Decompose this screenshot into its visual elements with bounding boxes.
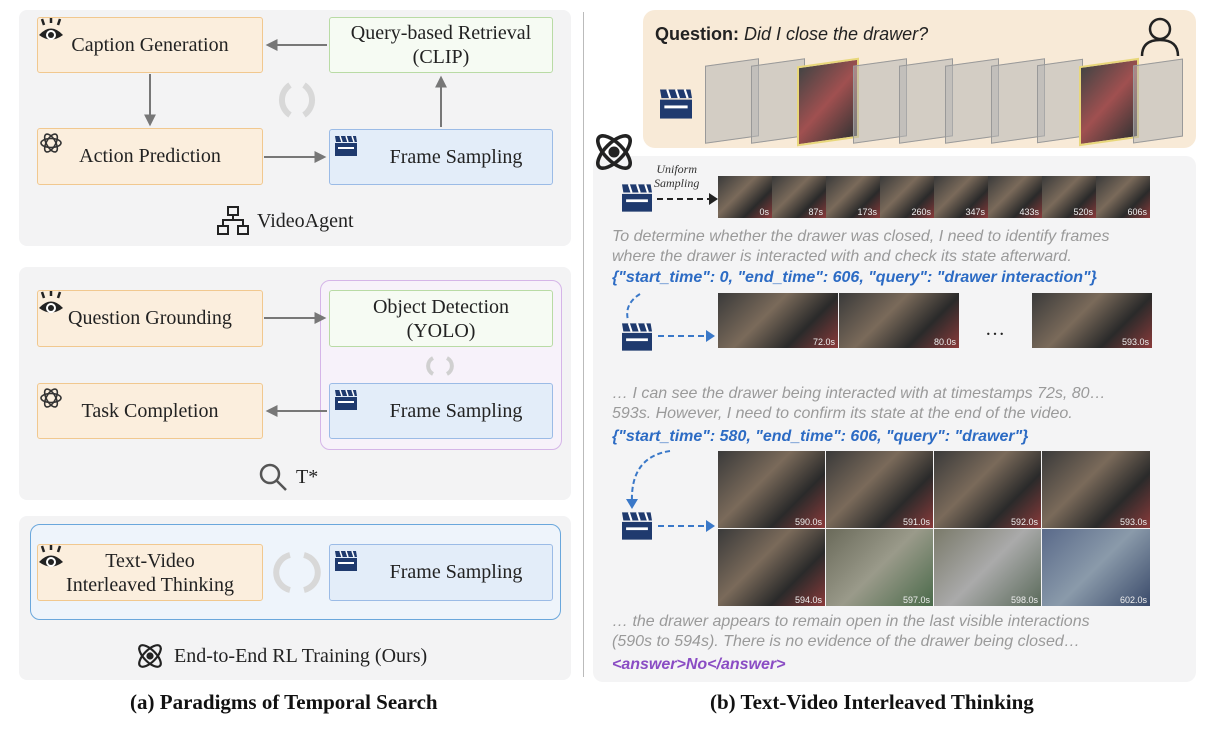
clapperboard-icon [658,88,694,120]
tstar-label-text: T* [296,465,319,488]
strip-frame: 0s [718,176,772,218]
videoagent-label-text: VideoAgent [257,209,354,232]
question-line: Question: Did I close the drawer? [655,24,928,45]
grid-frame: 592.0s [934,451,1041,528]
think-text-3a: … the drawer appears to remain open in t… [612,613,1090,630]
eye-icon [37,291,65,317]
frame-sampling-text-1: Frame Sampling [389,145,523,168]
eye-icon [37,545,65,571]
strip-frame: 173s [826,176,880,218]
interleaved-thinking-box: Text-Video Interleaved Thinking [37,544,263,601]
object-detection-text-2: (YOLO) [406,319,476,342]
interleaved-thinking-text-1: Text-Video [105,549,195,572]
arrow-3 [626,450,715,532]
think-text-1a: To determine whether the drawer was clos… [612,228,1110,245]
query-retrieval-box: Query-based Retrieval (CLIP) [329,17,553,73]
tool-call-2: {"start_time": 580, "end_time": 606, "qu… [612,428,1029,445]
openai-icon [38,385,64,411]
think-text-2a: … I can see the drawer being interacted … [612,385,1106,402]
answer-text: <answer>No</answer> [612,656,786,673]
think-text-3: … the drawer appears to remain open in t… [612,612,1090,652]
clapperboard-icon [334,135,358,157]
clapperboard-icon [334,389,358,411]
grid-frame: 602.0s [1042,529,1150,606]
frame-sampling-text-3: Frame Sampling [389,561,523,583]
frame-sampling-text-2: Frame Sampling [389,399,523,422]
grid-frame: 598.0s [934,529,1041,606]
object-detection-text-1: Object Detection [372,295,510,318]
task-completion-box: Task Completion [37,383,263,439]
ours-label-text: End-to-End RL Training (Ours) [174,644,428,667]
grid-frame: 597.0s [826,529,933,606]
clapperboard-icon [620,183,654,218]
row2-frame: 72.0s [718,293,838,348]
think-text-1b: where the drawer is interacted with and … [612,248,1072,265]
row2-frame: 593.0s [1032,293,1152,348]
grid-frame: 593.0s [1042,451,1150,528]
strip-frame: 260s [880,176,934,218]
strip-frame: 347s [934,176,988,218]
video-frame [1037,58,1083,144]
strip-frame: 87s [772,176,826,218]
video-frame-highlight [1079,57,1139,147]
caption-b: (b) Text-Video Interleaved Thinking [710,690,1034,714]
think-text-3b: (590s to 594s). There is no evidence of … [612,633,1080,650]
clapperboard-icon [620,322,654,357]
atom-icon [590,128,638,181]
arrow-2 [626,293,715,342]
clapperboard-icon [334,550,358,572]
video-frame [1133,58,1183,144]
frames-ellipsis: … [985,318,1005,340]
action-prediction-text: Action Prediction [79,145,221,167]
think-text-2: … I can see the drawer being interacted … [612,384,1106,424]
frame-sampling-box-1: Frame Sampling [329,129,553,185]
grid-frame: 590.0s [718,451,825,528]
question-text: Did I close the drawer? [744,24,929,44]
question-label: Question: [655,24,739,44]
query-retrieval-text-1: Query-based Retrieval [350,22,532,44]
atom-icon [138,644,162,668]
uniform-sampling-text-1: Uniform [656,162,697,176]
ours-cycle [273,552,321,593]
question-grounding-text: Question Grounding [68,307,232,329]
videoagent-label: VideoAgent [217,206,354,236]
column-divider [583,12,584,677]
tool-call-1: {"start_time": 0, "end_time": 606, "quer… [612,269,1097,286]
uniform-sampling-text-2: Sampling [654,176,700,190]
think-text-2b: 593s. However, I need to confirm its sta… [612,405,1073,422]
strip-frame: 606s [1096,176,1150,218]
uniform-arrow [657,193,718,205]
strip-frame: 520s [1042,176,1096,218]
video-frame-highlight [797,57,859,147]
tstar-label: T* [258,462,318,492]
think-text-1: To determine whether the drawer was clos… [612,227,1109,267]
clapperboard-icon [620,511,654,546]
row2-frame: 80.0s [839,293,959,348]
frame-sampling-box-3: Frame Sampling [329,544,553,601]
ours-label: End-to-End RL Training (Ours) [134,640,427,672]
hierarchy-icon [217,206,249,235]
videoagent-arrows [144,39,447,163]
task-completion-text: Task Completion [81,399,219,422]
caption-generation-text: Caption Generation [71,33,229,56]
action-prediction-box: Action Prediction [37,128,263,185]
grid-frame: 594.0s [718,529,825,606]
object-detection-box: Object Detection (YOLO) [329,290,553,347]
tstar-arrows [264,312,454,417]
question-grounding-box: Question Grounding [37,290,263,347]
interleaved-thinking-text-2: Interleaved Thinking [66,573,234,596]
magnifier-icon [259,463,287,491]
caption-generation-box: Caption Generation [37,17,263,73]
openai-icon [38,130,64,156]
uniform-sampling-label: Uniform Sampling [654,162,699,190]
strip-frame: 433s [988,176,1042,218]
frame-sampling-box-2: Frame Sampling [329,383,553,439]
user-icon [1138,14,1182,63]
grid-frame: 591.0s [826,451,933,528]
eye-icon [37,18,65,44]
caption-a: (a) Paradigms of Temporal Search [130,690,438,714]
query-retrieval-text-2: (CLIP) [412,46,470,68]
